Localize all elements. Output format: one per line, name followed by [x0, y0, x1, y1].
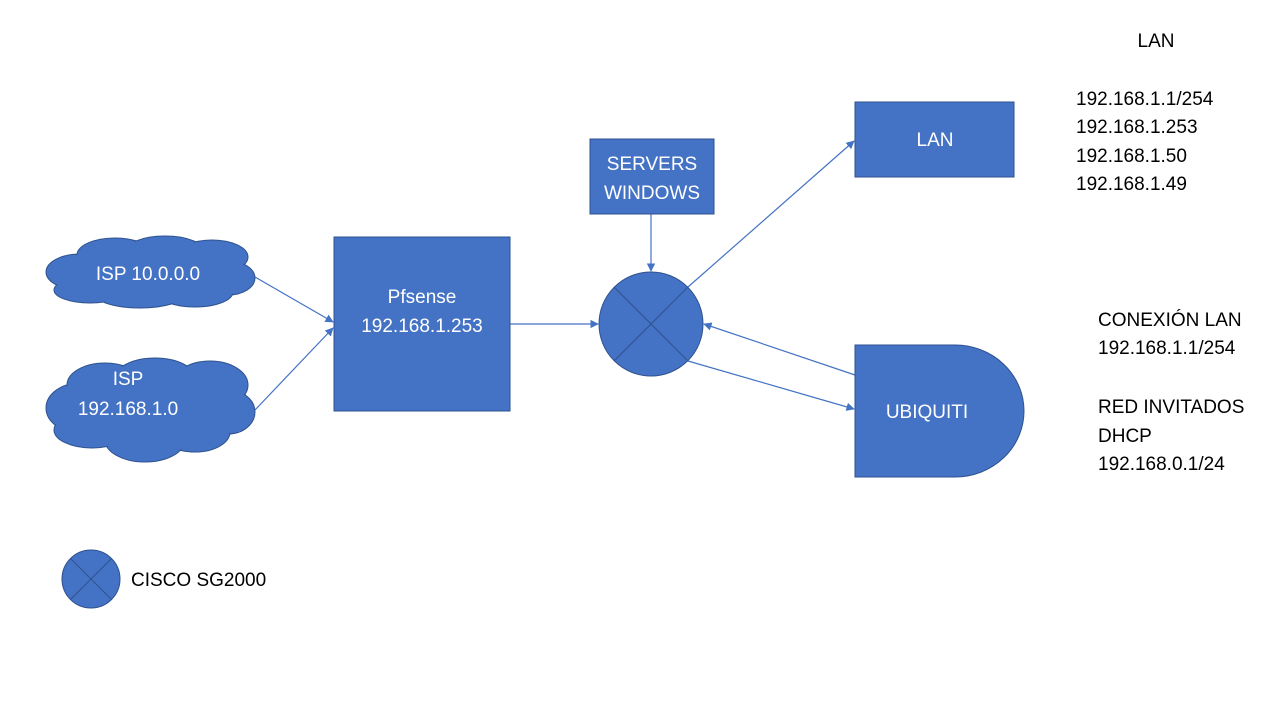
guest-mode: DHCP	[1098, 426, 1152, 447]
conexion-ip: 192.168.1.1/254	[1098, 338, 1236, 359]
isp2-to-pfsense-arrow	[254, 327, 334, 411]
pfsense-label: Pfsense	[388, 287, 457, 308]
guest-ip: 192.168.0.1/24	[1098, 454, 1225, 475]
lan-ip-3: 192.168.1.50	[1076, 146, 1187, 167]
lan-node: LAN	[854, 101, 1015, 178]
conexion-title: CONEXIÓN LAN	[1098, 309, 1242, 331]
lan-label: LAN	[917, 130, 954, 151]
isp1-to-pfsense-arrow	[254, 276, 334, 323]
lan-ip-4: 192.168.1.49	[1076, 174, 1187, 195]
servers-label-line1: SERVERS	[607, 154, 697, 175]
lan-ip-2: 192.168.1.253	[1076, 117, 1198, 138]
ubiquiti-label: UBIQUITI	[886, 402, 968, 423]
pfsense-ip: 192.168.1.253	[361, 316, 483, 337]
legend-switch-label: CISCO SG2000	[131, 570, 266, 591]
lan-ip-1: 192.168.1.1/254	[1076, 89, 1214, 110]
cisco-switch-node	[598, 271, 704, 377]
guest-title: RED INVITADOS	[1098, 397, 1244, 418]
connectors	[254, 140, 856, 411]
isp1-label: ISP 10.0.0.0	[96, 264, 200, 285]
servers-label-line2: WINDOWS	[604, 183, 700, 204]
switch-to-ubiquiti-arrow	[687, 360, 855, 411]
isp2-label-line1: ISP	[113, 369, 144, 390]
notes: LAN 192.168.1.1/254 192.168.1.253 192.16…	[1076, 31, 1244, 475]
switch-to-lan-arrow	[687, 140, 855, 288]
isp2-label-line2: 192.168.1.0	[78, 399, 178, 420]
isp-cloud-2: ISP 192.168.1.0	[45, 357, 256, 463]
isp-cloud-1: ISP 10.0.0.0	[45, 235, 256, 309]
ubiquiti-node: UBIQUITI	[854, 344, 1025, 478]
lan-notes-title: LAN	[1138, 31, 1175, 52]
servers-windows-node: SERVERS WINDOWS	[589, 138, 715, 215]
pfsense-node: Pfsense 192.168.1.253	[333, 236, 511, 412]
ubiquiti-to-switch-arrow	[703, 322, 856, 376]
legend: CISCO SG2000	[61, 549, 266, 609]
